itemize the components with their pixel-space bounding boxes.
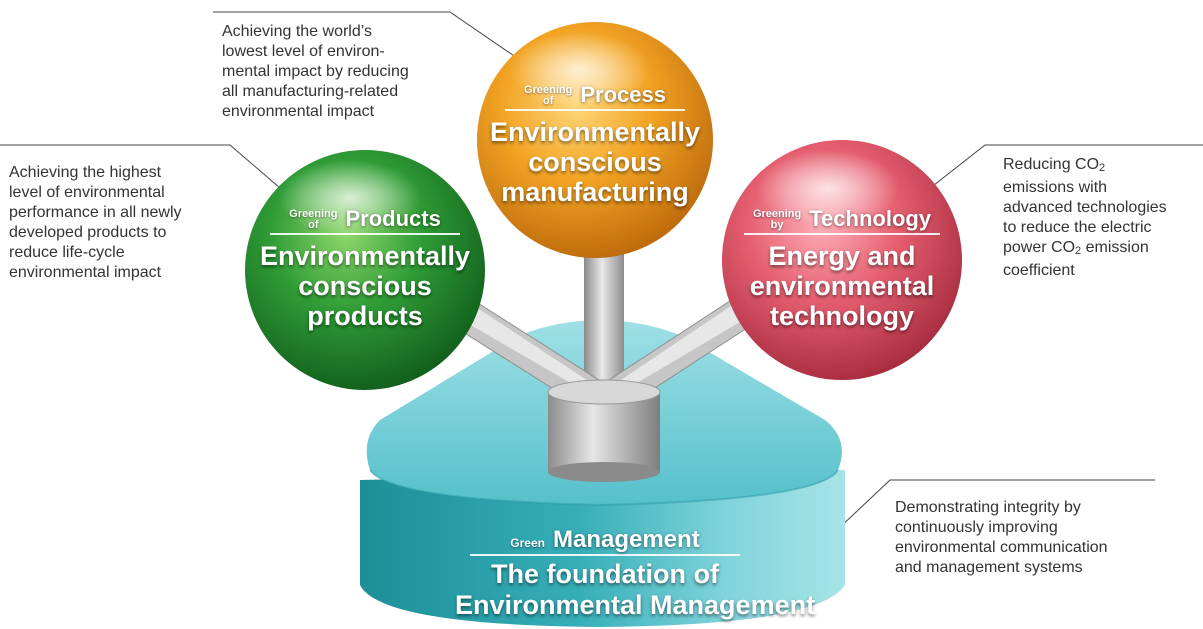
management-heading: Green Management bbox=[470, 528, 740, 556]
process-title: Environmentally conscious manufacturing bbox=[489, 117, 701, 207]
technology-prefix-bottom: by bbox=[770, 219, 784, 231]
products-leader-line bbox=[0, 144, 281, 189]
products-prefix-bottom: of bbox=[308, 219, 319, 231]
base-side bbox=[360, 470, 845, 627]
products-keyword: Products bbox=[345, 206, 441, 231]
process-prefix-top: Greening bbox=[524, 84, 573, 96]
technology-leader-line bbox=[914, 144, 1203, 201]
process-label: Greening of Process Environmentally cons… bbox=[485, 83, 705, 208]
technology-keyword: Technology bbox=[809, 206, 932, 231]
products-description: Achieving the highest level of environme… bbox=[9, 164, 182, 281]
products-prefix-top: Greening bbox=[289, 208, 338, 220]
base-top-rim bbox=[369, 469, 839, 507]
management-label: Green Management The foundation of Envir… bbox=[455, 528, 816, 621]
products-ball bbox=[245, 150, 485, 390]
products-label: Greening of Products Environmentally con… bbox=[250, 207, 480, 332]
technology-description: Reducing CO2 emissions with advanced tec… bbox=[1003, 156, 1167, 279]
joint-cylinder bbox=[548, 392, 660, 472]
management-prefix: Green bbox=[510, 536, 545, 550]
technology-title: Energy and environmental technology bbox=[749, 241, 935, 331]
process-description: Achieving the world’s lowest level of en… bbox=[222, 23, 409, 120]
process-leader-line bbox=[213, 11, 521, 61]
process-ball bbox=[477, 22, 713, 258]
products-heading: Greening of Products bbox=[270, 207, 460, 235]
management-title: The foundation of Environmental Manageme… bbox=[455, 559, 816, 620]
management-keyword: Management bbox=[552, 526, 700, 553]
process-prefix-bottom: of bbox=[542, 95, 554, 107]
technology-ball bbox=[722, 140, 962, 380]
process-keyword: Process bbox=[580, 82, 666, 107]
technology-label: Greening by Technology Energy and enviro… bbox=[727, 207, 957, 331]
technology-heading: Greening by Technology bbox=[744, 207, 940, 235]
technology-prefix-top: Greening bbox=[752, 208, 802, 220]
process-heading: Greening of Process bbox=[505, 83, 685, 111]
products-title: Environmentally conscious products bbox=[259, 241, 471, 331]
management-description: Demonstrating integrity by continuously … bbox=[895, 499, 1108, 576]
